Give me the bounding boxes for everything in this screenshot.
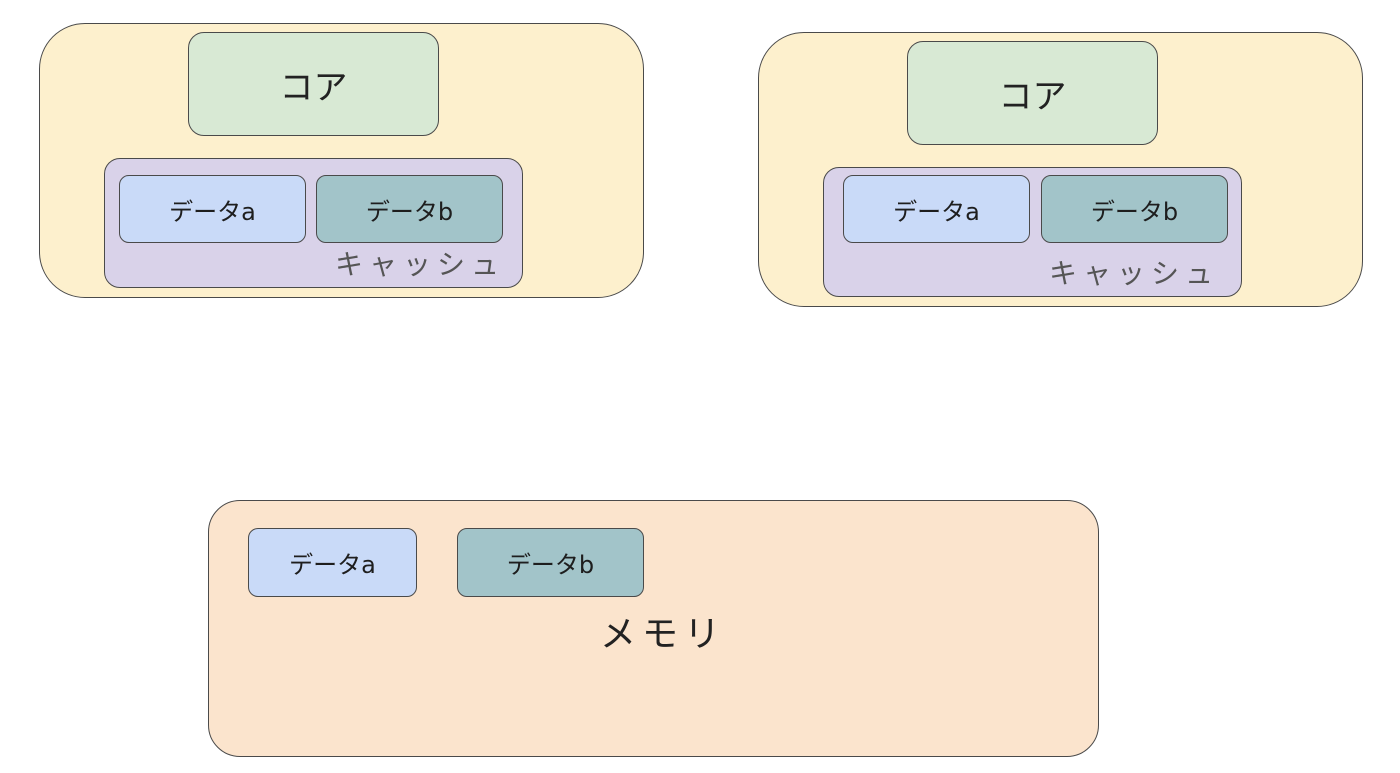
cache-2-data-a-label: データa: [893, 197, 980, 226]
memory-data-b: データb: [457, 528, 644, 597]
memory-data-a: データa: [248, 528, 417, 597]
memory-label: メモリ: [600, 614, 727, 655]
core-2: コア: [907, 41, 1158, 145]
cache-2-data-b-label: データb: [1090, 197, 1179, 226]
memory-data-b-label: データb: [506, 551, 595, 579]
cache-2-label: キャッシュ: [1049, 257, 1220, 290]
core-2-label: コア: [998, 76, 1067, 117]
core-1-label: コア: [279, 67, 348, 108]
core-1: コア: [188, 32, 439, 136]
cache-1-data-a: データa: [119, 175, 306, 243]
cache-2-data-b: データb: [1041, 175, 1228, 243]
memory-data-a-label: データa: [289, 551, 376, 579]
cache-1-data-b: データb: [316, 175, 503, 243]
cache-1-data-b-label: データb: [365, 197, 454, 226]
cache-1-label: キャッシュ: [335, 248, 506, 281]
cache-1-data-a-label: データa: [169, 197, 256, 226]
cache-2-data-a: データa: [843, 175, 1030, 243]
